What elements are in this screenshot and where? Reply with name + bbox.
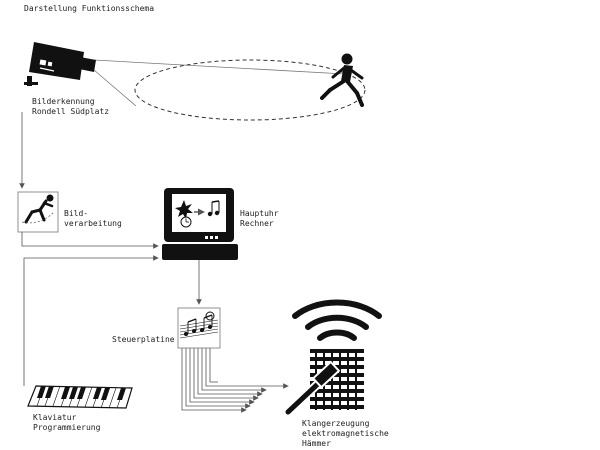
image-processing-icon bbox=[17, 191, 59, 233]
piano-keyboard-icon bbox=[27, 385, 133, 409]
computer-label-line2: Rechner bbox=[240, 219, 274, 228]
control-board-label: Steuerplatine bbox=[112, 335, 175, 344]
connector-keyboard-to-computer bbox=[23, 255, 159, 386]
sound-label-line2: elektromagnetische bbox=[302, 429, 389, 438]
image-processing-label-line2: verarbeitung bbox=[64, 219, 122, 228]
wireless-signal-icon bbox=[292, 299, 382, 341]
connector-board-to-sound bbox=[181, 348, 289, 413]
sound-label-line3: Hämmer bbox=[302, 439, 331, 448]
camera-label-line2: Rondell Südplatz bbox=[32, 107, 110, 116]
keyboard-label-line1: Klaviatur bbox=[33, 413, 77, 422]
sound-label-line1: Klangerzeugung bbox=[302, 419, 370, 428]
computer-label-line1: Hauptuhr bbox=[240, 209, 279, 218]
hammer-icon bbox=[283, 360, 341, 417]
keyboard-label-line2: Programmierung bbox=[33, 423, 101, 432]
connector-processing-to-computer bbox=[21, 232, 159, 249]
image-processing-label-line1: Bild- bbox=[64, 209, 89, 218]
diagram-title: Darstellung Funktionsschema bbox=[24, 4, 155, 13]
walking-person-icon bbox=[320, 53, 364, 107]
computer-icon bbox=[162, 188, 238, 260]
camera-label-line1: Bilderkennung bbox=[32, 97, 95, 106]
security-camera-icon bbox=[24, 42, 96, 86]
music-notes-board-icon bbox=[177, 307, 221, 349]
camera-view-field bbox=[93, 59, 366, 121]
